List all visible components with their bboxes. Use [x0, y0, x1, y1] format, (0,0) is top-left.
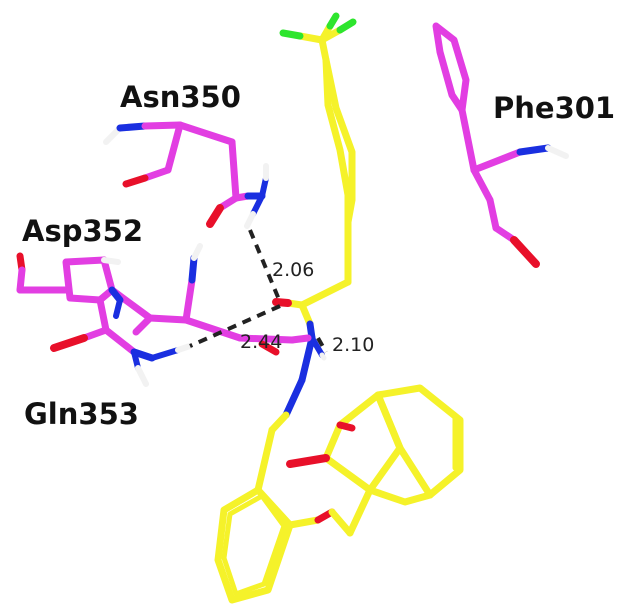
residue-asp352-gln353 — [16, 243, 312, 387]
hbond-2 — [189, 304, 281, 348]
residue-asn350 — [103, 121, 269, 229]
distance-label-3: 2.10 — [332, 334, 374, 356]
label-asn350: Asn350 — [120, 80, 241, 114]
distance-label-1: 2.06 — [272, 259, 314, 281]
residue-phe301 — [432, 22, 569, 268]
distance-label-2: 2.44 — [240, 331, 282, 353]
ligand-phenyl-ring — [322, 56, 356, 286]
cf3-group — [279, 12, 357, 64]
label-asp352: Asp352 — [22, 214, 143, 248]
hbond-1 — [248, 229, 282, 303]
ligand — [214, 12, 464, 604]
ligand-coumarin — [286, 384, 464, 506]
ligand-linker — [254, 278, 352, 494]
ligand-lower-phenyl-ring — [214, 486, 374, 604]
hydrogen-bonds — [189, 229, 328, 353]
hbond-3 — [316, 337, 328, 353]
label-phe301: Phe301 — [493, 91, 615, 125]
label-gln353: Gln353 — [24, 397, 139, 431]
